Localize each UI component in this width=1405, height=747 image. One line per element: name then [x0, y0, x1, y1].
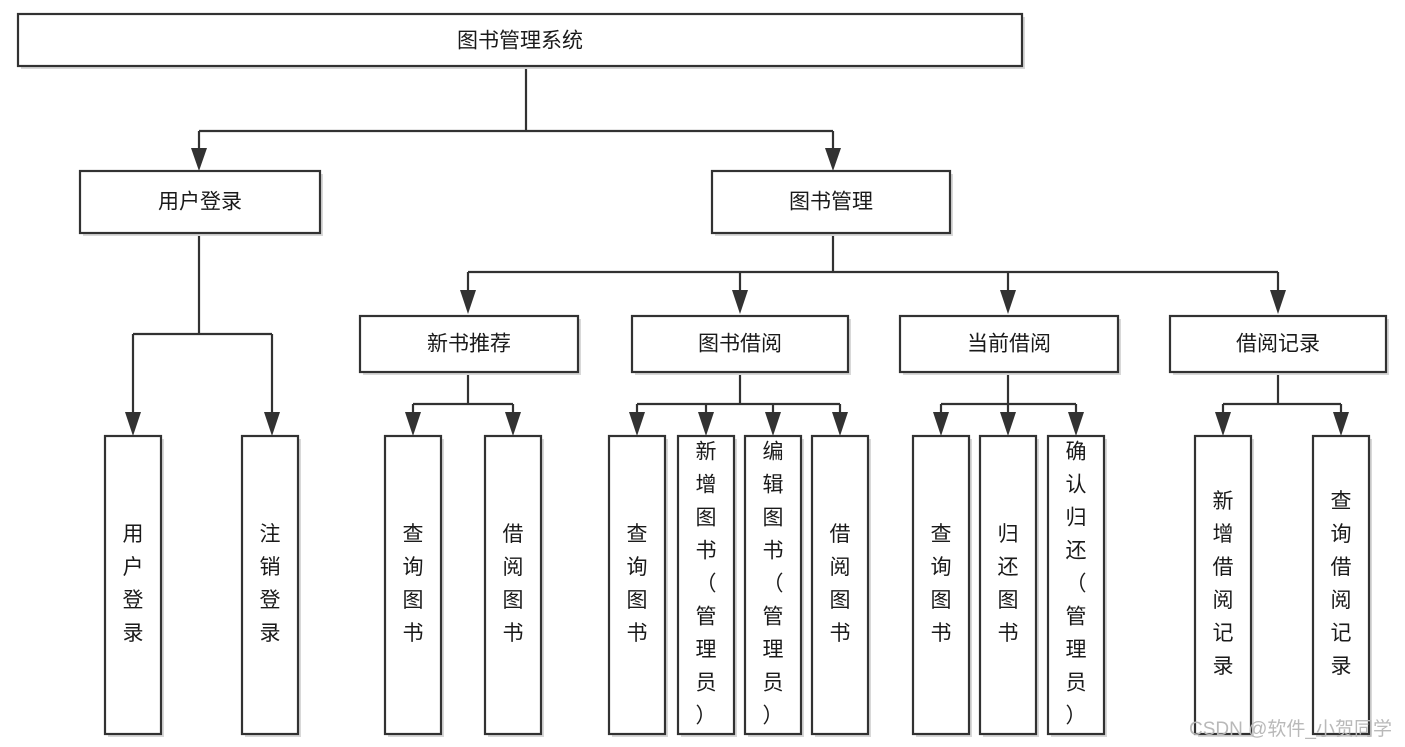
node-current-borrow[interactable]: 当前借阅 [898, 314, 1121, 375]
node-book-borrow-box [630, 314, 850, 374]
connectors-root-to-level2 [191, 67, 841, 171]
node-book-management-box [710, 169, 952, 235]
node-user-login-label: 用户登录 [158, 191, 242, 214]
arrow-head-cb-leaf-2 [1000, 412, 1016, 436]
leaf-node[interactable]: 查询图书 [911, 434, 972, 737]
connectors-borrow-record-to-leaves [1215, 375, 1349, 436]
leaf-node[interactable]: 查询图书 [383, 434, 444, 737]
connectors-user-login-to-leaves [125, 233, 280, 436]
connectors-book-management-to-level3 [460, 233, 1286, 314]
arrow-head-br-leaf-1 [1215, 412, 1231, 436]
leaf-box [978, 434, 1038, 736]
csdn-watermark: CSDN @软件_小贺同学 [1189, 718, 1392, 740]
arrow-head-cb-leaf-1 [933, 412, 949, 436]
leaf-group-current-borrow: 查询图书 归还图书 确认归还（管理员） [911, 434, 1107, 737]
leaf-group-new-book-recommend: 查询图书 借阅图书 [383, 434, 544, 737]
node-new-book-label: 新书推荐 [427, 333, 511, 356]
leaf-box [911, 434, 971, 736]
arrow-head-current-borrow [1000, 290, 1016, 314]
leaf-node[interactable]: 借阅图书 [483, 434, 544, 737]
leaf-box [1046, 434, 1106, 736]
arrow-head-br-leaf-2 [1333, 412, 1349, 436]
leaf-node[interactable]: 查询图书 [607, 434, 668, 737]
arrow-head-leaf-user-login [125, 412, 141, 436]
arrow-head-bb-leaf-3 [765, 412, 781, 436]
leaf-group-borrow-record: 新增借阅记录 查询借阅记录 [1193, 434, 1372, 737]
leaf-label: 查询图书 [403, 523, 424, 645]
arrow-head-book-borrow [732, 290, 748, 314]
leaf-group-book-borrow: 查询图书 新增图书（管理员） 编辑图书（管理员） 借阅图书 [607, 434, 871, 737]
leaf-label: 新增借阅记录 [1213, 490, 1234, 678]
connectors-new-book-to-leaves [405, 375, 521, 436]
arrow-head-bb-leaf-4 [832, 412, 848, 436]
leaf-box [240, 434, 300, 736]
arrow-head-new-book [460, 290, 476, 314]
arrow-head-leaf-logout [264, 412, 280, 436]
arrow-head-bb-leaf-1 [629, 412, 645, 436]
node-borrow-record[interactable]: 借阅记录 [1168, 314, 1389, 375]
leaf-label: 查询借阅记录 [1331, 490, 1352, 678]
node-current-borrow-box [898, 314, 1120, 374]
node-root-label: 图书管理系统 [457, 30, 583, 53]
arrow-head-user-login [191, 148, 207, 171]
arrow-head-nb-leaf-1 [405, 412, 421, 436]
leaf-label: 编辑图书（管理员） [763, 441, 784, 728]
leaf-box [607, 434, 667, 736]
leaf-node[interactable]: 借阅图书 [810, 434, 871, 737]
arrow-head-nb-leaf-2 [505, 412, 521, 436]
leaf-node[interactable]: 新增借阅记录 [1193, 434, 1254, 737]
leaf-label: 归还图书 [998, 523, 1019, 645]
arrow-head-cb-leaf-3 [1068, 412, 1084, 436]
node-book-borrow-label: 图书借阅 [698, 333, 782, 356]
node-new-book-recommend[interactable]: 新书推荐 [358, 314, 581, 375]
leaf-node[interactable]: 归还图书 [978, 434, 1039, 737]
leaf-node[interactable]: 新增图书（管理员） [676, 434, 737, 737]
leaf-box [1193, 434, 1253, 736]
leaf-label: 新增图书（管理员） [696, 441, 717, 728]
node-borrow-record-label: 借阅记录 [1236, 333, 1320, 356]
node-root-box [16, 12, 1024, 68]
leaf-box [743, 434, 803, 736]
node-current-borrow-label: 当前借阅 [967, 333, 1051, 356]
leaf-box [676, 434, 736, 736]
leaf-node[interactable]: 查询借阅记录 [1311, 434, 1372, 737]
leaf-label: 查询图书 [931, 523, 952, 645]
leaf-node[interactable]: 注销登录 [240, 434, 301, 737]
leaf-box [483, 434, 543, 736]
arrow-head-borrow-record [1270, 290, 1286, 314]
leaf-label: 确认归还（管理员） [1066, 441, 1087, 728]
leaf-box [103, 434, 163, 736]
connectors-book-borrow-to-leaves [629, 375, 848, 436]
node-book-borrow[interactable]: 图书借阅 [630, 314, 851, 375]
node-user-login[interactable]: 用户登录 [78, 169, 323, 236]
leaf-label: 注销登录 [260, 523, 281, 645]
node-root[interactable]: 图书管理系统 [16, 12, 1025, 69]
arrow-head-bb-leaf-2 [698, 412, 714, 436]
node-borrow-record-box [1168, 314, 1388, 374]
leaf-label: 查询图书 [627, 523, 648, 645]
leaf-node[interactable]: 确认归还（管理员） [1046, 434, 1107, 737]
leaf-box [383, 434, 443, 736]
leaf-node[interactable]: 用户登录 [103, 434, 164, 737]
leaf-box [1311, 434, 1371, 736]
leaf-label: 用户登录 [123, 523, 144, 645]
node-new-book-box [358, 314, 580, 374]
leaf-group-user-login: 用户登录 注销登录 [103, 434, 301, 737]
leaf-node[interactable]: 编辑图书（管理员） [743, 434, 804, 737]
leaf-label: 借阅图书 [503, 523, 524, 645]
connectors-current-borrow-to-leaves [933, 375, 1084, 436]
node-user-login-box [78, 169, 322, 235]
node-book-management-label: 图书管理 [789, 191, 873, 214]
arrow-head-book-management [825, 148, 841, 171]
leaf-label: 借阅图书 [830, 523, 851, 645]
node-book-management[interactable]: 图书管理 [710, 169, 953, 236]
leaf-box [810, 434, 870, 736]
